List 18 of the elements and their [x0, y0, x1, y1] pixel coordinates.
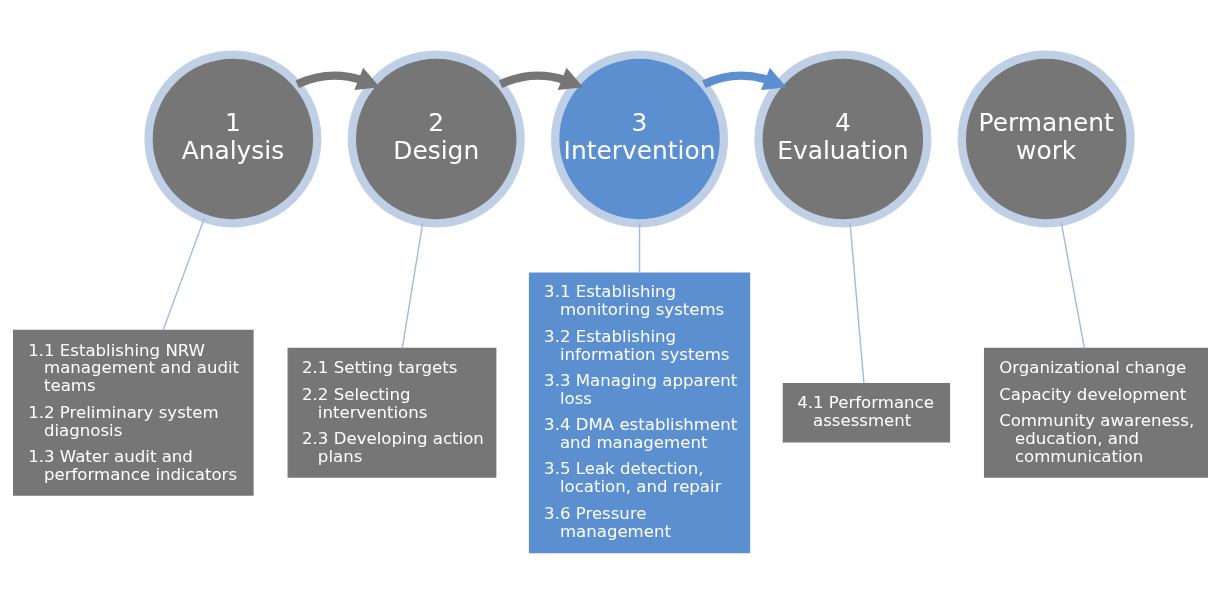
arrow — [498, 67, 584, 90]
node-circle: 1 Analysis — [144, 49, 322, 227]
node-circle: 4 Evaluation — [754, 49, 932, 227]
connector — [162, 217, 205, 331]
arrow — [295, 67, 380, 90]
node-circle: Permanent work — [957, 49, 1135, 227]
node-box: 4.1 Performance assessment — [782, 382, 951, 442]
connector — [1060, 220, 1086, 349]
connector — [401, 221, 424, 349]
node-circle: 2 Design — [347, 49, 525, 227]
connector — [638, 222, 641, 274]
node-box: Organizational change Capacity development Community awareness, education, and communication — [983, 347, 1208, 478]
node-circle: 3 Intervention — [551, 49, 729, 227]
arrow — [702, 67, 787, 90]
connector — [849, 221, 865, 384]
node-box: 2.1 Setting targets 2.2 Selecting interventions 2.3 Developing action plans — [287, 347, 497, 478]
node-box: 1.1 Establishing NRW management and audit teams 1.2 Preliminary system diagnosis 1.3 Water audit and performance indicators — [13, 329, 254, 496]
node-box: 3.1 Establishing monitoring systems 3.2 Establishing information systems 3.3 Managing apparent loss 3.4 DMA establishment and management 3.5 Leak detection, location, and repair 3.6 Pressure management — [528, 271, 751, 553]
